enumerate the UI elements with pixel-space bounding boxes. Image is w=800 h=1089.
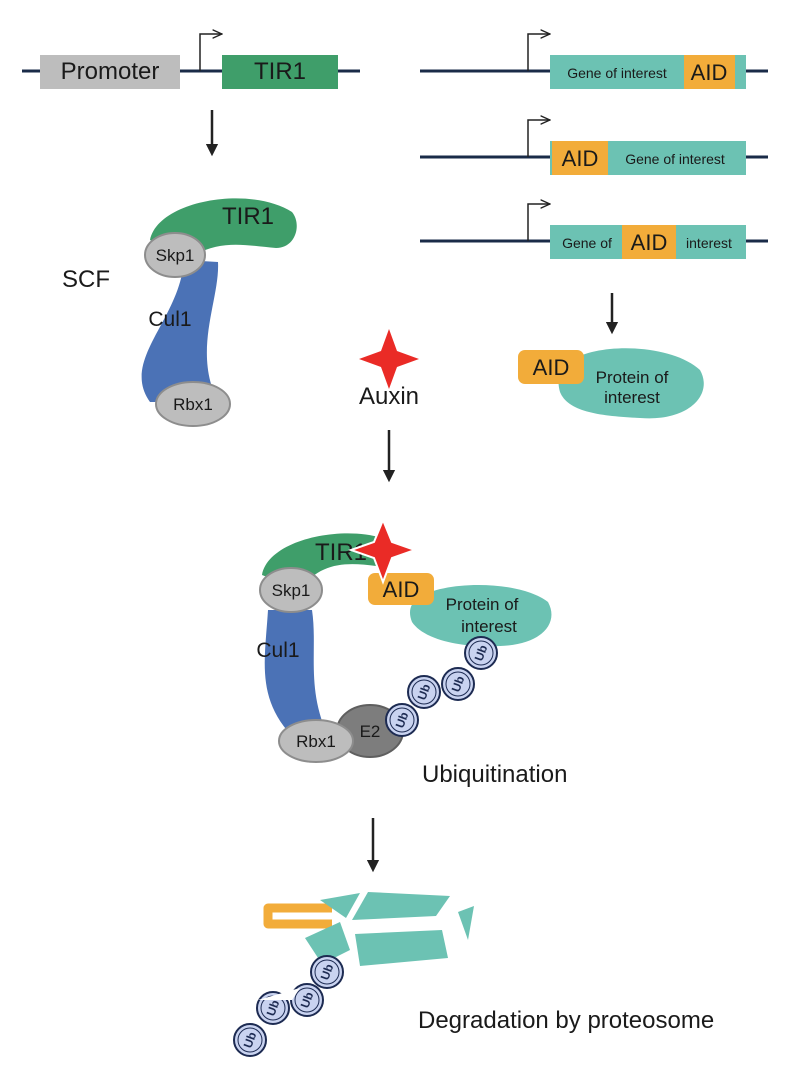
protein-label-line2: interest [461,617,517,636]
degradation-label: Degradation by proteosome [418,1007,714,1034]
aid-construct-c-terminal: Gene of interest AID [420,34,768,89]
cul1-subunit [141,260,219,402]
tss-arrow-icon [199,34,222,71]
protein-of-interest [410,584,552,647]
ubiquitin-icon: Ub [290,983,324,1017]
break-gap [258,988,300,1000]
protein-label-line1: Protein of [446,595,519,614]
aid-label: AID [562,146,599,171]
skp1-label: Skp1 [272,581,311,600]
rbx1-subunit [278,719,354,763]
e2-label: E2 [360,722,381,741]
protein-fragment [352,892,450,920]
fusion-protein: AID Protein of interest [518,348,704,419]
svg-text:Ub: Ub [298,990,317,1010]
svg-text:Ub: Ub [472,643,491,663]
rbx1-subunit [155,381,231,427]
aid-label: AID [691,60,728,85]
protein-of-interest [558,348,704,419]
skp1-subunit [144,232,206,278]
ubiquitin-icon: Ub [310,955,344,989]
aid-tag [368,573,434,605]
ubiquitin-icon: Ub [233,1023,267,1057]
aid-tag [684,55,735,89]
protein-label-line2: interest [604,388,660,407]
gene-label-part2: interest [686,235,732,251]
protein-fragment [458,906,474,940]
rbx1-label: Rbx1 [296,732,336,751]
skp1-label: Skp1 [156,246,195,265]
cul1-label: Cul1 [256,639,299,662]
auxin-molecule: Auxin [359,329,419,410]
protein-label-line1: Protein of [596,368,669,387]
aid-tag [622,225,676,259]
gene-label: Gene of interest [567,65,667,81]
svg-text:Ub: Ub [318,962,337,982]
auxin-label: Auxin [359,383,419,410]
tss-arrow-icon [527,120,550,157]
svg-text:Ub: Ub [415,682,434,702]
svg-text:Ub: Ub [393,710,412,730]
ubiquitin-chain: Ub Ub Ub Ub [385,636,498,737]
ubiquitin-icon: Ub [407,675,441,709]
scf-label: SCF [62,266,110,293]
promoter-box [40,55,180,89]
cul1-subunit [264,610,330,740]
cul1-label: Cul1 [148,308,191,331]
aid-construct-n-terminal: AID Gene of interest [420,120,768,175]
gene-label: Gene of interest [625,151,725,167]
aid-label: AID [631,230,668,255]
ubiquitination-complex: Cul1 TIR1 Protein of interest AID Skp1 E… [256,517,567,788]
tss-arrow-icon [527,34,550,71]
protein-fragment [305,922,350,964]
svg-text:Ub: Ub [449,674,468,694]
tir1-label: TIR1 [222,203,274,230]
skp1-subunit [259,567,323,613]
protein-fragment [320,893,360,918]
aid-fragment [263,903,332,929]
gene-label-part1: Gene of [562,235,612,251]
tir1-construct: Promoter TIR1 [22,34,360,89]
rbx1-label: Rbx1 [173,395,213,414]
protein-fragment [355,930,448,966]
ubiquitination-label: Ubiquitination [422,761,567,788]
tir1-gene-label: TIR1 [254,58,306,85]
ubiquitin-icon: Ub [385,703,419,737]
auxin-star-icon [359,329,419,389]
aid-label: AID [383,577,420,602]
degradation-fragments: Ub Ub Ub Ub Degradation by proteosome [233,892,714,1057]
aid-tag [552,141,608,175]
scf-complex: SCF Cul1 TIR1 Skp1 Rbx1 [62,198,297,427]
svg-text:Ub: Ub [241,1030,260,1050]
aid-construct-internal: Gene of AID interest [420,204,768,259]
aid-label: AID [533,355,570,380]
ubiquitin-icon: Ub [464,636,498,670]
svg-text:Ub: Ub [264,998,283,1018]
promoter-label: Promoter [61,58,160,85]
ubiquitin-icon: Ub [441,667,475,701]
aid-tag [518,350,584,384]
auxin-star-icon [347,517,419,585]
tir1-gene-box [222,55,338,89]
tss-arrow-icon [527,204,550,241]
